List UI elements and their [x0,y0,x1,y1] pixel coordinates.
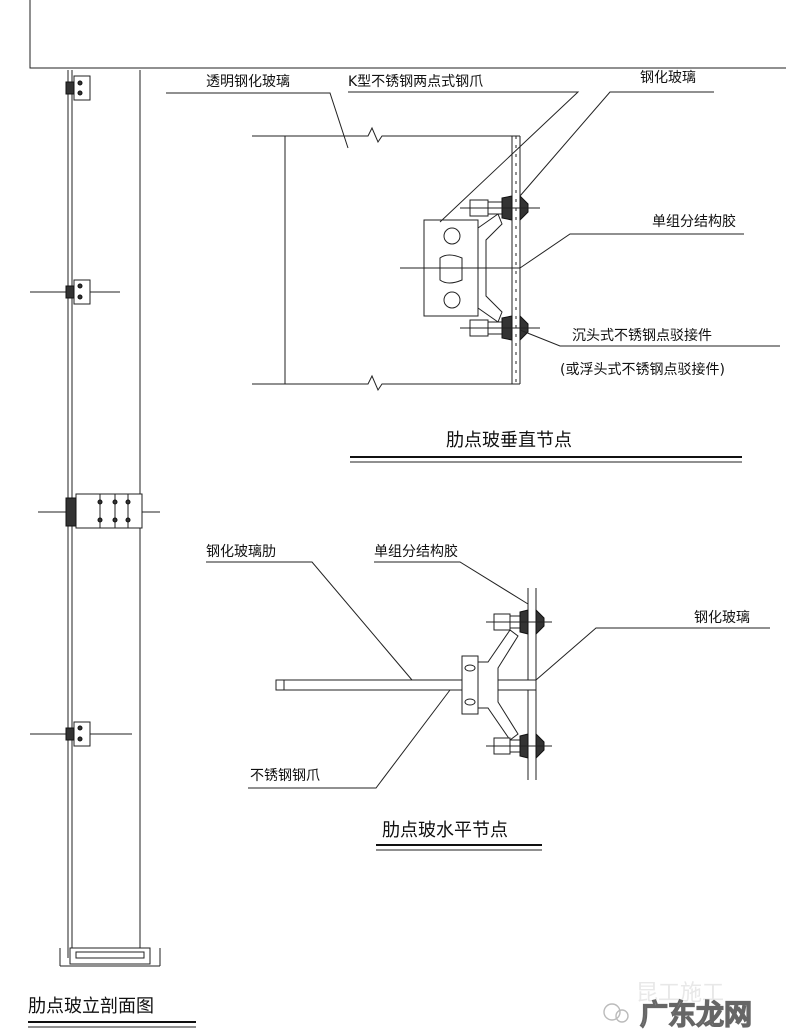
wechat-icon [603,1003,621,1021]
label-floating-fitting: (或浮头式不锈钢点驳接件) [560,361,725,378]
elevation-fitting-2 [30,279,120,305]
elevation-fitting-3 [30,721,132,747]
label-countersunk-fitting: 沉头式不锈钢点驳接件 [572,327,712,344]
elevation-title: 肋点玻立剖面图 [28,996,154,1017]
elevation-splice [38,493,160,529]
label-tempered-clear-glass: 透明钢化玻璃 [206,73,290,90]
label-structural-sealant-v: 单组分结构胶 [652,213,736,230]
horizontal-node-title: 肋点玻水平节点 [382,820,508,841]
vertical-bolt-top [460,194,540,222]
label-tempered-glass-h: 钢化玻璃 [694,609,750,626]
label-tempered-glass-v: 钢化玻璃 [640,69,696,86]
label-k-claw: K型不锈钢两点式钢爪 [348,74,483,90]
label-structural-sealant-h: 单组分结构胶 [374,543,458,560]
horizontal-bolt-top [486,608,552,636]
label-glass-fin: 钢化玻璃肋 [206,543,276,560]
vertical-node-detail: 透明钢化玻璃 K型不锈钢两点式钢爪 钢化玻璃 单组分结构胶 沉头式不锈钢点驳接件… [166,69,780,463]
horizontal-bolt-bottom [486,732,552,760]
elevation-fitting-1 [65,75,91,101]
watermark-faint-text: 昆工施工 [636,981,724,1006]
vertical-node-title: 肋点玻垂直节点 [446,430,572,451]
vertical-bolt-bottom [460,314,540,342]
watermark-site-text: 广东龙网 [640,998,752,1031]
watermark: 昆工施工 广东龙网 [603,981,753,1032]
elevation-section: 肋点玻立剖面图 [28,0,786,1028]
horizontal-node-detail: 钢化玻璃肋 单组分结构胶 钢化玻璃 不锈钢钢爪 肋点玻水平节点 [206,543,770,851]
label-steel-claw: 不锈钢钢爪 [250,768,320,784]
